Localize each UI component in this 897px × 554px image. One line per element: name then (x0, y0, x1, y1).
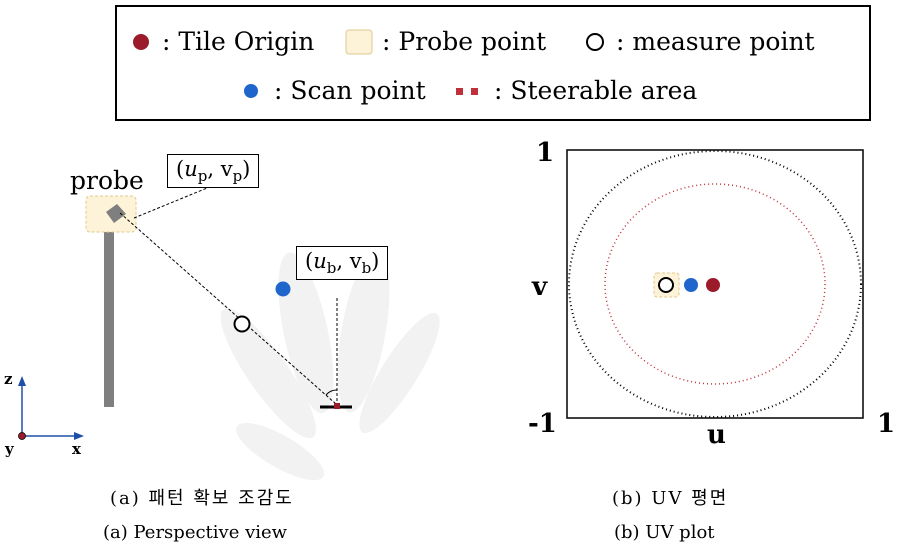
tile-origin-marker (133, 34, 149, 50)
beam-pattern (220, 250, 440, 481)
legend-tile-origin: : Tile Origin (162, 27, 315, 56)
steerable-area-marker-2 (471, 88, 478, 95)
caption-a-korean: (a) 패턴 확보 조감도 (110, 488, 294, 509)
uv-tile-origin (706, 278, 720, 292)
unit-circle (568, 150, 862, 418)
y-axis-label: y (5, 440, 14, 458)
caption-b-english: (b) UV plot (614, 522, 715, 543)
v-max-label: 1 (536, 138, 555, 168)
legend-steerable-area: : Steerable area (494, 76, 698, 105)
measure-point-marker (586, 33, 604, 51)
z-axis-label: z (4, 370, 13, 388)
perspective-scan-point (275, 281, 291, 297)
legend-scan-point: : Scan point (274, 76, 426, 105)
probe-to-tile-line (119, 212, 337, 405)
probe-head (106, 204, 126, 223)
caption-b-korean: (b) UV 평면 (612, 488, 729, 509)
probe-coordinate-box: (up, vp) (167, 154, 260, 188)
legend-box (115, 5, 871, 121)
tile-origin-dot (334, 403, 340, 409)
scan-point-marker (244, 84, 258, 98)
caption-a-english: (a) Perspective view (103, 522, 288, 543)
z-axis-arrow (18, 376, 26, 386)
axis-origin (18, 432, 26, 440)
probe-point-marker (345, 29, 373, 55)
x-axis-label: x (72, 440, 81, 458)
angle-arc (325, 389, 338, 396)
perspective-measure-point (233, 315, 251, 333)
u-axis-label: u (707, 420, 726, 450)
uv-measure-point (658, 277, 674, 293)
scan-coordinate-box: (ub, vb) (296, 246, 389, 280)
legend-probe-point: : Probe point (382, 27, 547, 56)
probe-leader-line (133, 185, 213, 219)
legend-measure-point: : measure point (616, 27, 815, 56)
u-min-label: -1 (528, 409, 557, 439)
probe-pole (104, 215, 114, 407)
steerable-area-marker-1 (456, 88, 463, 95)
probe-label: probe (70, 166, 144, 195)
steerable-area-circle (604, 183, 826, 385)
uv-scan-point (684, 278, 698, 292)
v-axis-label: v (532, 272, 548, 302)
u-max-label: 1 (877, 409, 896, 439)
x-axis-arrow (74, 432, 84, 440)
